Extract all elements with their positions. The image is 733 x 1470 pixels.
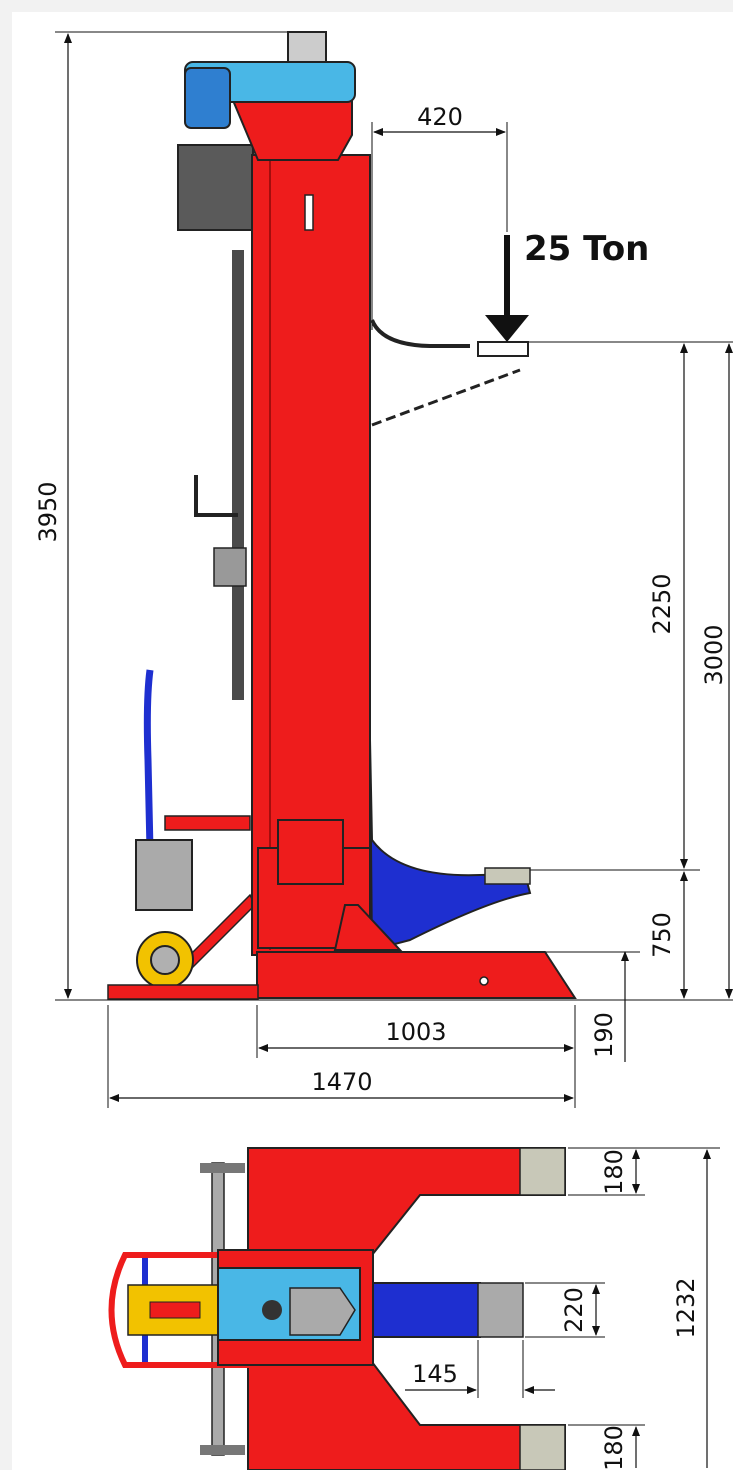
dim-center-pad: 220 bbox=[560, 1287, 588, 1333]
dim-fork-width-top: 180 bbox=[600, 1149, 628, 1195]
motor-shaft bbox=[262, 1300, 282, 1320]
phantom-arm bbox=[371, 368, 521, 427]
wheel-hub bbox=[150, 945, 180, 975]
motor-end-cap bbox=[184, 67, 231, 129]
dim-foot-height: 190 bbox=[590, 1012, 618, 1058]
hydraulic-hose bbox=[370, 319, 470, 348]
dim-max-height: 3000 bbox=[700, 624, 728, 685]
control-handle bbox=[194, 475, 238, 517]
pallet-arm bbox=[164, 815, 251, 831]
socket-window bbox=[277, 819, 344, 885]
fork-pad bbox=[484, 867, 531, 885]
gearbox bbox=[177, 144, 254, 231]
phantom-pad bbox=[477, 341, 529, 357]
dim-total-length: 1470 bbox=[311, 1068, 372, 1096]
dim-total-height: 3950 bbox=[34, 481, 62, 542]
load-arrow-head bbox=[485, 315, 529, 342]
motor-top-fitting bbox=[287, 31, 327, 63]
upper-fork-pad bbox=[519, 1147, 566, 1196]
control-box bbox=[213, 547, 247, 587]
load-label: 25 Ton bbox=[524, 229, 649, 269]
dim-base-length: 1003 bbox=[385, 1018, 446, 1046]
column-slot bbox=[304, 194, 314, 231]
front-gusset bbox=[333, 904, 403, 951]
center-pad bbox=[477, 1282, 524, 1338]
motor-cover bbox=[289, 1287, 356, 1336]
cable-chain bbox=[232, 250, 244, 700]
lower-fork-pad bbox=[519, 1424, 566, 1470]
pallet-handle bbox=[143, 669, 154, 851]
dim-stroke: 2250 bbox=[648, 573, 676, 634]
side-view: 25 Ton 3950 420 2250 3000 750 190 1003 1… bbox=[34, 31, 733, 1108]
center-fork bbox=[372, 1282, 481, 1338]
pallet-frame bbox=[108, 1252, 250, 1368]
dim-load-offset: 420 bbox=[417, 103, 463, 131]
pump-center bbox=[149, 1301, 201, 1319]
top-view: 180 220 1232 145 180 bbox=[108, 1147, 720, 1470]
axle-end-bottom bbox=[200, 1445, 245, 1455]
dim-min-height: 750 bbox=[648, 912, 676, 958]
pallet-base bbox=[107, 984, 259, 1000]
dim-total-width: 1232 bbox=[672, 1277, 700, 1338]
base-bolt bbox=[479, 976, 489, 986]
base-plate bbox=[256, 951, 577, 999]
dim-fork-width-bottom: 180 bbox=[600, 1425, 628, 1470]
axle-end-top bbox=[200, 1163, 245, 1173]
dim-pad-offset: 145 bbox=[412, 1360, 458, 1388]
pallet-pump bbox=[135, 839, 193, 911]
